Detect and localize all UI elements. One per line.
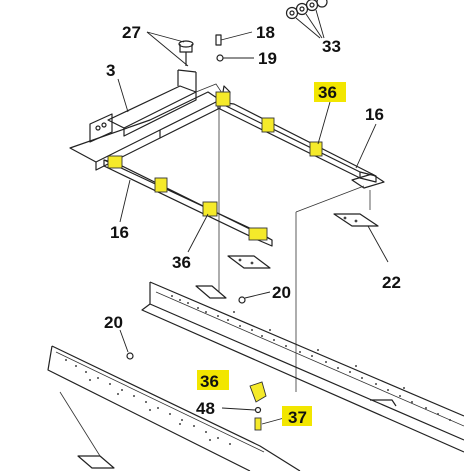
truck-frame-rail-left: [47, 345, 301, 471]
callout-20-right: 20: [272, 283, 291, 302]
callout-19: 19: [258, 49, 277, 68]
hitch-assembly-3: [69, 69, 225, 171]
callout-37: 37: [288, 408, 307, 427]
callout-16-right: 16: [365, 105, 384, 124]
frame-rail-16-left: [103, 159, 273, 247]
pad-plate-left: [227, 255, 271, 269]
bracket-36-g: [248, 227, 268, 241]
bolt-20-right: [238, 291, 271, 304]
bracket-36-b: [261, 117, 275, 133]
leader-36-top: [317, 101, 331, 145]
highlight-36-bottom: [197, 370, 229, 390]
nut-19: [216, 54, 254, 62]
bracket-36-bottom: [249, 381, 267, 403]
pad-plate-22: [333, 213, 389, 263]
callout-16-left: 16: [110, 223, 129, 242]
pin-27: [178, 40, 194, 66]
bracket-36-d: [107, 155, 123, 169]
bracket-36-f: [202, 201, 218, 217]
bracket-36-c: [309, 141, 323, 157]
clip-37: [254, 417, 285, 431]
frame-rail-16-right: [217, 101, 385, 189]
bolt-20-left: [119, 329, 134, 360]
bracket-36-a: [215, 91, 231, 107]
callout-3: 3: [106, 61, 115, 80]
bolt-18: [215, 31, 253, 46]
highlight-36-top: [314, 82, 346, 102]
truck-frame-rail-right: [141, 281, 464, 453]
callout-48: 48: [196, 399, 215, 418]
highlight-37: [282, 406, 312, 426]
callout-36-bottom: 36: [200, 372, 219, 391]
leader-36-mid: [187, 213, 209, 253]
callout-18: 18: [256, 23, 275, 42]
callout-36-top: 36: [318, 83, 337, 102]
callout-33: 33: [322, 37, 341, 56]
callout-27: 27: [122, 23, 141, 42]
alignment-lines: [218, 108, 371, 392]
callout-22: 22: [382, 273, 401, 292]
callout-36-mid: 36: [172, 253, 191, 272]
bracket-36-e: [154, 177, 168, 193]
callout-20-left: 20: [104, 313, 123, 332]
leader-33: [295, 9, 325, 39]
washer-stack-33: [285, 0, 328, 20]
highlighted-brackets-36: [107, 91, 323, 241]
pin-48: [221, 406, 262, 414]
leader-27: [146, 31, 189, 67]
